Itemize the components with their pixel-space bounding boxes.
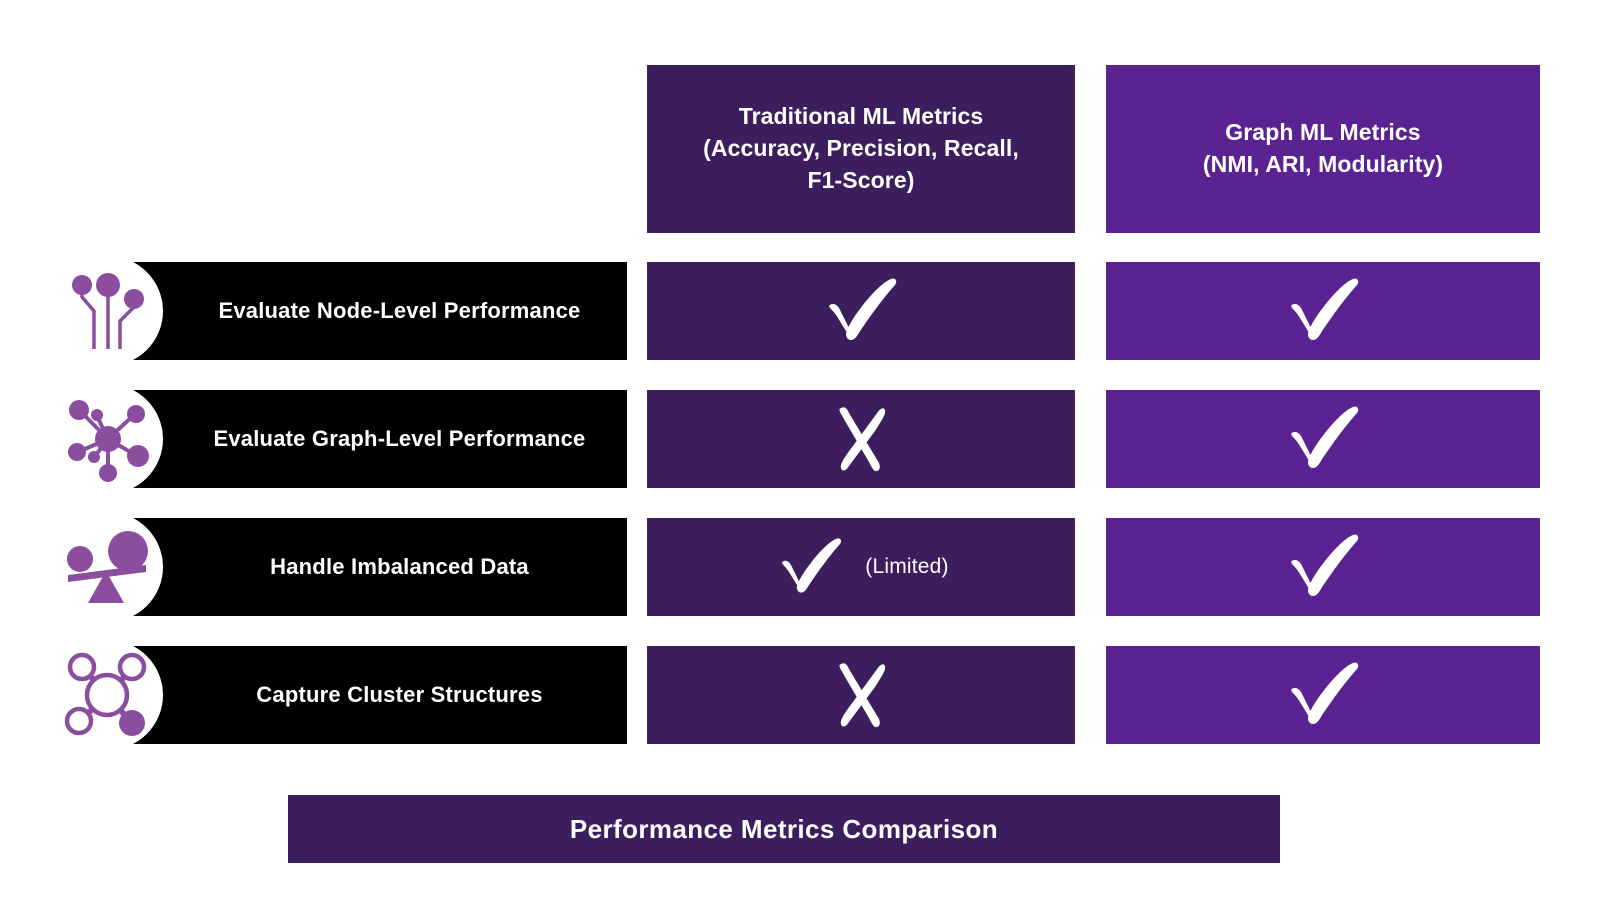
column-header-graph-title: Graph ML Metrics [1225, 119, 1421, 146]
cell-graph-capture-cluster-structures [1106, 646, 1540, 744]
cell-traditional-evaluate-node-level-performance [647, 262, 1075, 360]
cell-traditional-handle-imbalanced-data: (Limited) [647, 518, 1075, 616]
row-icon-disc [53, 384, 163, 494]
check-icon [1291, 278, 1359, 341]
check-icon [1291, 534, 1359, 597]
column-header-traditional-subtitle: (Accuracy, Precision, Recall, [703, 135, 1019, 162]
table-row: Capture Cluster Structures [0, 640, 1600, 750]
column-header-graph-subtitle: (NMI, ARI, Modularity) [1202, 151, 1444, 177]
node-stems-icon [53, 256, 163, 366]
seesaw-balance-icon [53, 512, 163, 622]
network-hub-icon [53, 384, 163, 494]
cell-graph-evaluate-node-level-performance [1106, 262, 1540, 360]
column-header-traditional-title: Traditional ML Metrics [738, 103, 984, 130]
column-header-traditional-ml-metrics: Traditional ML Metrics (Accuracy, Precis… [647, 65, 1075, 233]
footer-banner: Performance Metrics Comparison [288, 795, 1280, 863]
cross-icon [839, 663, 886, 728]
check-icon [1291, 406, 1359, 469]
table-row: Evaluate Graph-Level Performance [0, 384, 1600, 494]
row-label-text: Handle Imbalanced Data [270, 554, 529, 579]
row-label-bar-evaluate-graph-level-performance: Evaluate Graph-Level Performance [98, 390, 627, 488]
row-label-bar-capture-cluster-structures: Capture Cluster Structures [98, 646, 627, 744]
row-label-text: Evaluate Node-Level Performance [218, 298, 581, 323]
cross-icon [839, 407, 886, 472]
row-label-text: Evaluate Graph-Level Performance [213, 426, 586, 451]
cell-traditional-evaluate-graph-level-performance [647, 390, 1075, 488]
table-row: Evaluate Node-Level Performance [0, 256, 1600, 366]
cell-traditional-capture-cluster-structures [647, 646, 1075, 744]
check-icon [1291, 662, 1359, 725]
table-row: Handle Imbalanced Data (Limited) [0, 512, 1600, 622]
row-label-text: Capture Cluster Structures [256, 682, 543, 707]
cell-graph-handle-imbalanced-data [1106, 518, 1540, 616]
row-icon-disc [53, 512, 163, 622]
molecule-cluster-icon [53, 640, 163, 750]
column-header-graph-ml-metrics: Graph ML Metrics (NMI, ARI, Modularity) [1106, 65, 1540, 233]
column-header-traditional-text-block: Traditional ML Metrics (Accuracy, Precis… [703, 101, 1019, 196]
cell-note-limited: (Limited) [865, 555, 949, 578]
row-label-bar-evaluate-node-level-performance: Evaluate Node-Level Performance [98, 262, 627, 360]
check-icon [829, 278, 897, 341]
column-header-traditional-subtitle-2: F1-Score) [807, 166, 915, 193]
cell-graph-evaluate-graph-level-performance [1106, 390, 1540, 488]
footer-title: Performance Metrics Comparison [569, 813, 999, 844]
check-icon [782, 538, 842, 593]
row-icon-disc [53, 640, 163, 750]
row-icon-disc [53, 256, 163, 366]
column-header-graph-text-block: Graph ML Metrics (NMI, ARI, Modularity) [1203, 117, 1443, 180]
row-label-bar-handle-imbalanced-data: Handle Imbalanced Data [98, 518, 627, 616]
